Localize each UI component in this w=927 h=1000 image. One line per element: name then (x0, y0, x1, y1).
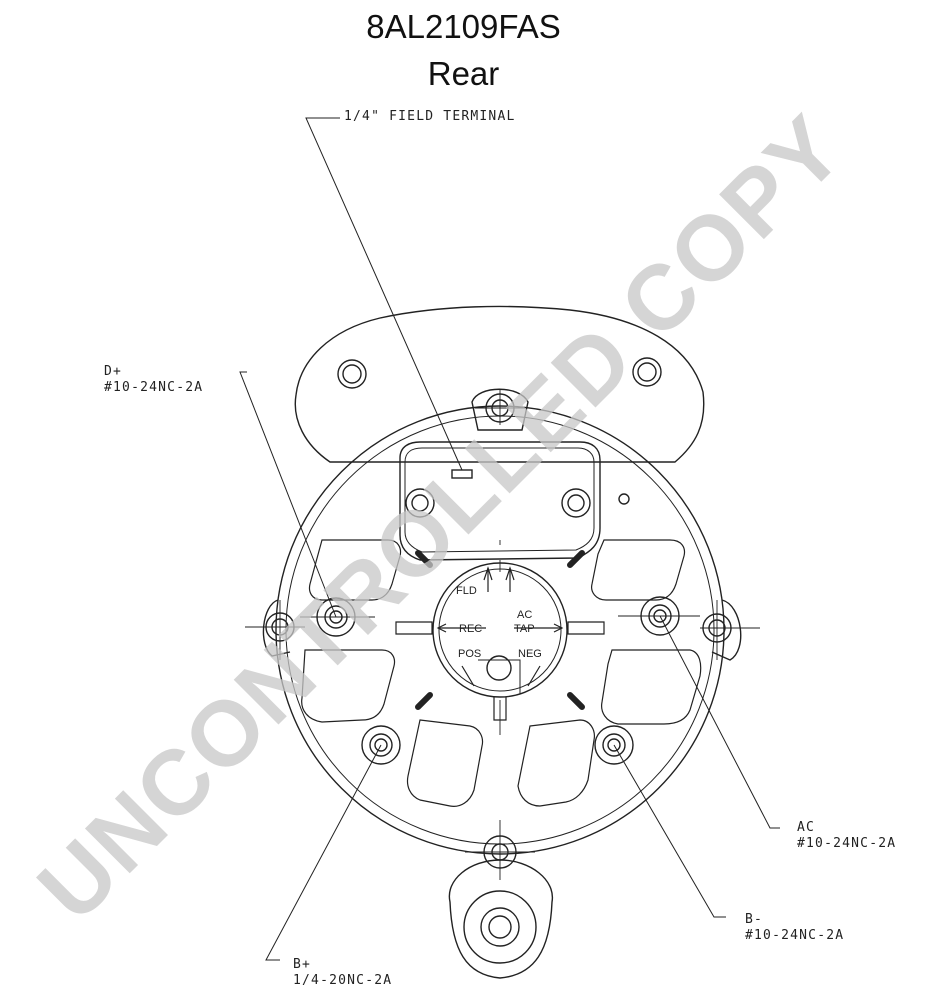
hub-label-pos: POS (458, 648, 481, 660)
rectifier-hub (432, 562, 568, 698)
field-terminal-spade (451, 469, 473, 479)
b-minus-callout-name: B- (745, 912, 764, 927)
housing-outer (275, 405, 725, 855)
d-plus-callout-name: D+ (104, 364, 123, 379)
hub-label-neg: NEG (518, 648, 542, 660)
leader-b-minus (613, 744, 726, 918)
leader-field-terminal (305, 117, 463, 471)
hub-label-tap: TAP (514, 623, 535, 635)
leader-ac (659, 615, 780, 829)
ac-callout-spec: #10-24NC-2A (797, 836, 897, 851)
leader-b-plus (265, 744, 382, 961)
leader-d-plus (239, 371, 337, 618)
b-plus-stud (361, 725, 401, 765)
bottom-lug-outline (448, 859, 554, 979)
b-minus-callout-spec: #10-24NC-2A (745, 928, 845, 943)
ear-hole-right (632, 357, 662, 387)
field-terminal-callout: 1/4" FIELD TERMINAL (344, 109, 516, 124)
b-plus-callout-spec: 1/4-20NC-2A (293, 973, 393, 988)
mounting-ear-outline (294, 305, 705, 463)
pos-neg-stud (486, 655, 512, 681)
b-plus-callout-name: B+ (293, 957, 312, 972)
ear-hole-left (337, 359, 367, 389)
regulator-housing (399, 441, 601, 561)
bottom-lug-bore (463, 890, 537, 964)
d-plus-callout-spec: #10-24NC-2A (104, 380, 204, 395)
ac-callout-name: AC (797, 820, 816, 835)
hub-label-ac: AC (517, 609, 532, 621)
view-subtitle: Rear (427, 55, 500, 92)
hub-label-rec: REC (459, 623, 482, 635)
model-number-title: 8AL2109FAS (366, 8, 561, 45)
b-minus-stud (594, 725, 634, 765)
hub-label-fld: FLD (456, 585, 477, 597)
